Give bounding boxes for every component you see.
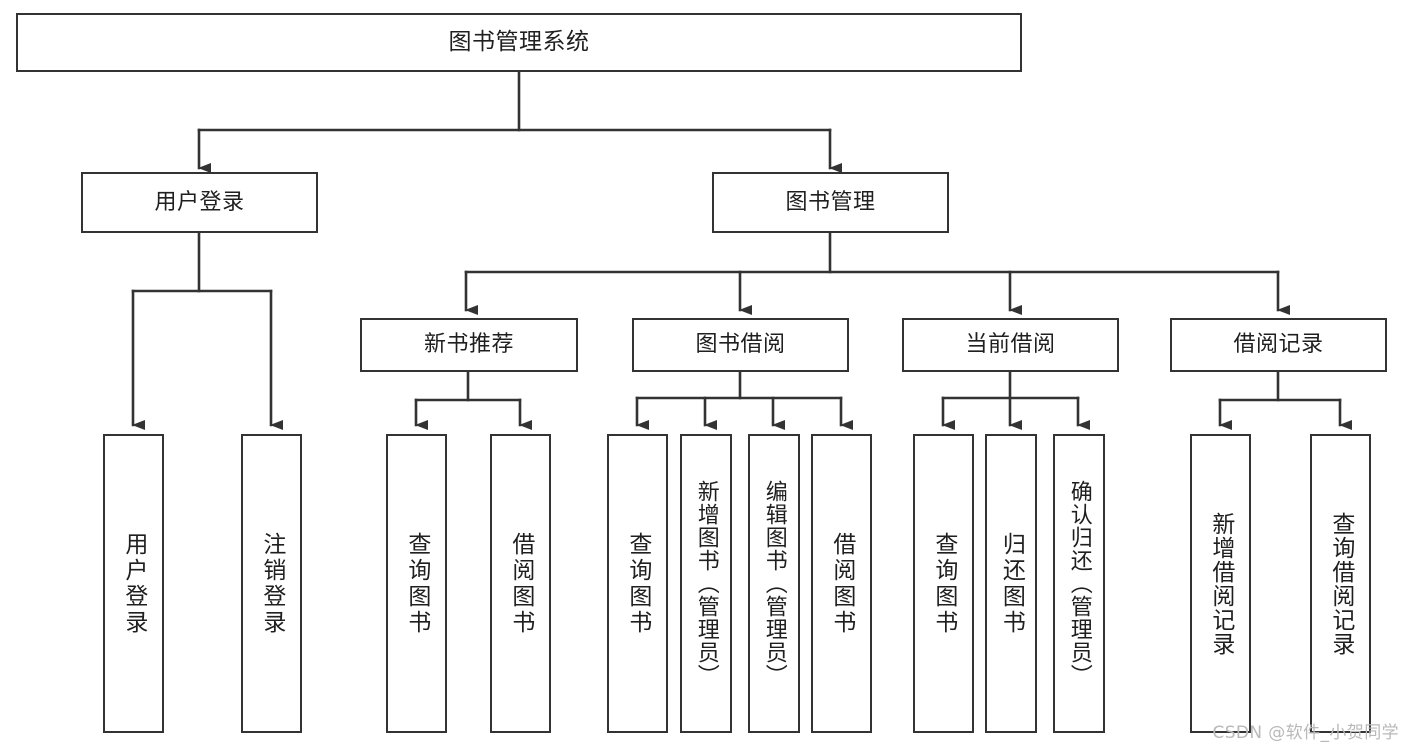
node-leaf-user-login-label: 用户登录 (120, 531, 147, 636)
node-book-manage-label: 图书管理 (785, 189, 876, 215)
node-leaf-logout[interactable]: 注销登录 (241, 434, 302, 733)
node-leaf-add-record-label: 新增借阅记录 (1207, 511, 1234, 656)
node-leaf-add-book-label: 新增图书（管理员） (693, 480, 719, 687)
node-leaf-edit-book-label: 编辑图书（管理员） (761, 480, 787, 687)
node-current-borrow-label: 当前借阅 (965, 332, 1056, 358)
node-leaf-borrow-book-1-label: 借阅图书 (507, 531, 534, 636)
node-leaf-confirm-return[interactable]: 确认归还（管理员） (1053, 434, 1105, 733)
node-leaf-borrow-book-2[interactable]: 借阅图书 (811, 434, 872, 733)
node-leaf-query-book-2[interactable]: 查询图书 (607, 434, 668, 733)
node-leaf-logout-label: 注销登录 (258, 531, 285, 636)
node-new-book-rec[interactable]: 新书推荐 (360, 318, 578, 372)
node-book-manage[interactable]: 图书管理 (712, 172, 949, 233)
node-new-book-rec-label: 新书推荐 (423, 332, 514, 358)
node-leaf-edit-book[interactable]: 编辑图书（管理员） (748, 434, 800, 733)
node-leaf-return-book-label: 归还图书 (998, 531, 1025, 636)
node-leaf-add-book[interactable]: 新增图书（管理员） (680, 434, 732, 733)
node-current-borrow[interactable]: 当前借阅 (902, 318, 1119, 372)
node-user-login-label: 用户登录 (154, 189, 245, 215)
node-book-borrow[interactable]: 图书借阅 (632, 318, 849, 372)
watermark-text: CSDN @软件_小贺同学 (1212, 723, 1399, 743)
node-root-label: 图书管理系统 (448, 28, 590, 55)
node-leaf-borrow-book-2-label: 借阅图书 (828, 531, 855, 636)
node-borrow-record-label: 借阅记录 (1233, 332, 1324, 358)
node-borrow-record[interactable]: 借阅记录 (1170, 318, 1387, 372)
node-leaf-return-book[interactable]: 归还图书 (985, 434, 1037, 733)
node-user-login[interactable]: 用户登录 (81, 172, 318, 233)
node-leaf-query-book-1-label: 查询图书 (403, 531, 430, 636)
node-leaf-query-book-3-label: 查询图书 (930, 531, 957, 636)
node-leaf-confirm-return-label: 确认归还（管理员） (1066, 480, 1092, 687)
node-leaf-add-record[interactable]: 新增借阅记录 (1190, 434, 1251, 733)
node-leaf-query-book-2-label: 查询图书 (624, 531, 651, 636)
node-leaf-query-book-3[interactable]: 查询图书 (913, 434, 974, 733)
node-leaf-borrow-book-1[interactable]: 借阅图书 (490, 434, 551, 733)
node-leaf-query-book-1[interactable]: 查询图书 (386, 434, 447, 733)
node-leaf-user-login[interactable]: 用户登录 (103, 434, 164, 733)
node-root[interactable]: 图书管理系统 (16, 13, 1022, 72)
node-book-borrow-label: 图书借阅 (695, 332, 786, 358)
node-leaf-query-record[interactable]: 查询借阅记录 (1310, 434, 1371, 733)
node-leaf-query-record-label: 查询借阅记录 (1327, 511, 1354, 656)
